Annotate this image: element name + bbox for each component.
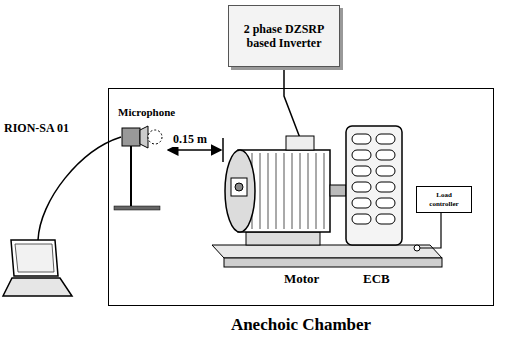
part-label: Motor (283, 271, 320, 287)
node-text: 2 phase DZSRP based Inverter (243, 22, 325, 51)
laptop (3, 240, 72, 296)
distance-label: 0.15 m (172, 132, 208, 147)
chamber-caption: Anechoic Chamber (109, 315, 493, 335)
microphone (114, 126, 162, 210)
inverter-box: 2 phase DZSRP based Inverter (228, 5, 340, 67)
microphone-label: Microphone (117, 106, 176, 118)
part-label: ECB (362, 271, 391, 287)
node-text: Load controller (421, 191, 467, 208)
eddy-current-brake (346, 126, 402, 245)
analyzer-label: RION-SA 01 (3, 121, 70, 136)
load-controller-box: Load controller (416, 186, 472, 213)
motor (225, 136, 346, 245)
